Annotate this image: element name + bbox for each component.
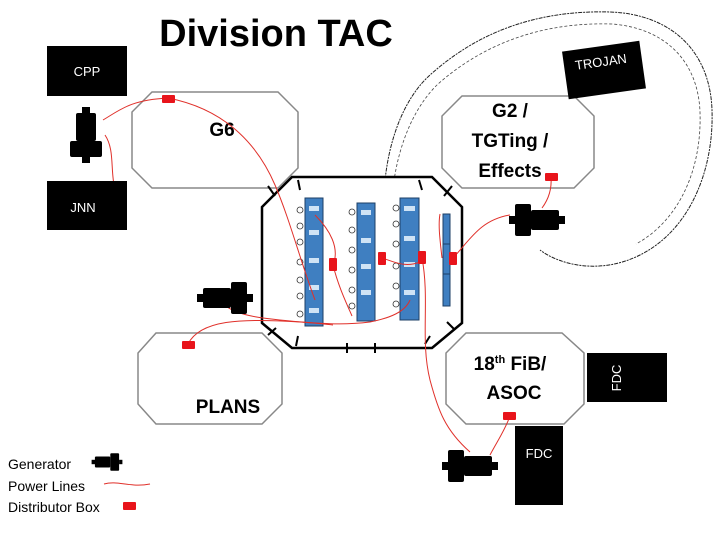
room-18th-fib: 18th FiB/ ASOC <box>445 332 585 425</box>
room-fib-label-1: 18th FiB/ <box>474 354 547 375</box>
unit-fdc-right: FDC <box>587 353 667 402</box>
legend-power-lines-label: Power Lines <box>8 478 85 494</box>
unit-jnn: JNN <box>47 181 127 230</box>
legend-distributor-box-sample <box>123 502 136 510</box>
room-plans: PLANS <box>137 332 283 425</box>
room-g2-label-1: G2 / <box>492 101 529 122</box>
room-g6: G6 <box>131 91 299 189</box>
unit-trojan-label: TROJAN <box>574 51 628 73</box>
generator-icon <box>509 204 565 236</box>
equipment-rack-1 <box>296 197 324 327</box>
unit-trojan: TROJAN <box>562 40 646 100</box>
equipment-rack-3 <box>392 197 420 321</box>
legend-generator-label: Generator <box>8 456 71 472</box>
distributor-box-plans <box>182 341 195 349</box>
distributor-box-rack-3 <box>418 251 426 264</box>
room-fib-label-2: ASOC <box>487 383 542 404</box>
trojan-cable-loop-inner <box>391 23 701 296</box>
equipment-rack-4 <box>442 213 451 307</box>
distributor-box-g6 <box>162 95 175 103</box>
unit-cpp-label: CPP <box>74 64 101 79</box>
room-g2: G2 / TGTing / Effects <box>441 95 595 189</box>
generator-icon <box>70 107 102 163</box>
distributor-boxes <box>162 95 558 420</box>
room-g2-label-3: Effects <box>478 161 541 182</box>
room-g2-label-2: TGTing / <box>472 131 549 152</box>
trojan-cable-loop <box>383 11 713 301</box>
unit-jnn-label: JNN <box>70 200 95 215</box>
distributor-box-g2 <box>545 173 558 181</box>
diagram-title: Division TAC <box>159 13 393 55</box>
generator-icon <box>197 282 253 314</box>
unit-fdc-bottom-label: FDC <box>526 446 553 461</box>
generator-icon <box>91 453 123 471</box>
room-plans-label: PLANS <box>196 397 260 418</box>
distributor-box-rack-2 <box>378 252 386 265</box>
generator-icon <box>442 450 498 482</box>
distributor-box-fib <box>503 412 516 420</box>
unit-cpp: CPP <box>47 46 127 96</box>
unit-fdc-right-label: FDC <box>609 365 624 392</box>
unit-fdc-bottom: FDC <box>515 426 563 505</box>
legend-power-line-sample <box>103 482 151 486</box>
distributor-box-rack-4 <box>449 252 457 265</box>
room-g6-label: G6 <box>209 120 234 141</box>
legend-distributor-label: Distributor Box <box>8 499 100 515</box>
distributor-box-rack-1 <box>329 258 337 271</box>
equipment-rack-2 <box>348 202 376 322</box>
legend: Generator Power Lines Distributor Box <box>8 453 151 515</box>
